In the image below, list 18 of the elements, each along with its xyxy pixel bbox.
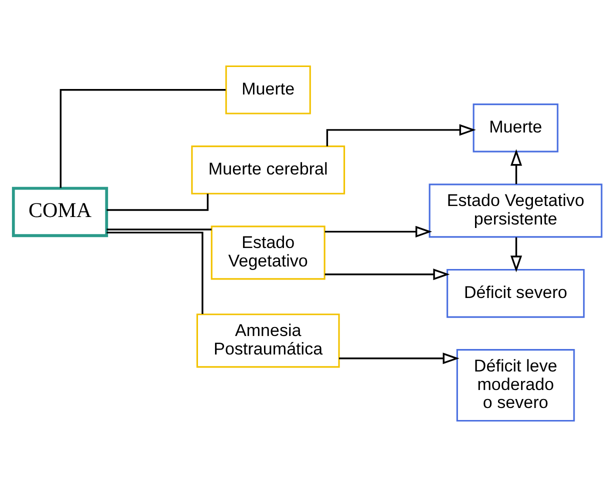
arrow: [324, 226, 432, 238]
node-box: Muerte: [225, 65, 311, 114]
connector: [106, 232, 204, 314]
connector: [60, 89, 226, 188]
node-box: Déficit severo: [446, 268, 585, 318]
node-box: Déficit leve moderado o severo: [456, 349, 575, 422]
node-box: Amnesia Postraumática: [196, 314, 340, 368]
connector: [106, 194, 209, 211]
node-box: Muerte cerebral: [191, 146, 346, 194]
arrow: [324, 268, 450, 280]
node-box: COMA: [12, 186, 108, 238]
node-box: Muerte: [472, 104, 558, 152]
arrow: [510, 149, 522, 184]
node-box: Estado Vegetativo persistente: [428, 184, 602, 238]
arrow: [339, 352, 460, 364]
node-box: Estado Vegetativo: [210, 226, 326, 280]
connector: [106, 228, 212, 230]
arrow: [510, 237, 522, 272]
